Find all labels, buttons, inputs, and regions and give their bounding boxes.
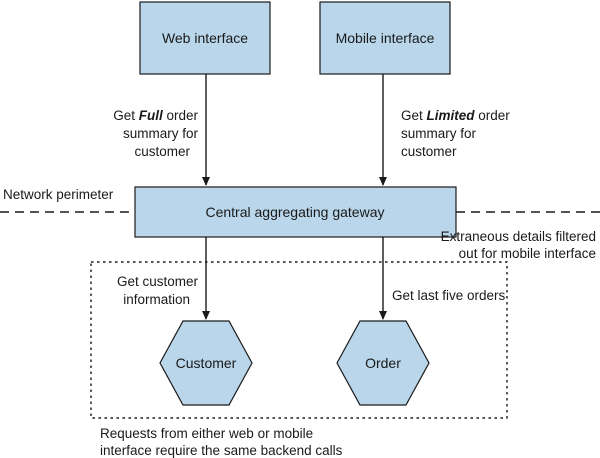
backend-note-line2: interface require the same backend calls [100, 443, 343, 458]
order-edge-label: Get last five orders [392, 288, 506, 303]
filter-note-line2: out for mobile interface [459, 246, 596, 261]
web-interface-label: Web interface [162, 30, 248, 46]
customer-label: Customer [176, 355, 237, 371]
customer-service-hexagon [159, 320, 253, 406]
backend-boundary [90, 261, 508, 419]
customer-edge-label-line2: information [123, 292, 190, 307]
order-label: Order [365, 355, 401, 371]
order-service-hexagon [336, 320, 430, 406]
web-edge-label-line1: Get Full order [113, 108, 198, 123]
web-edge-label-line3: customer [134, 144, 190, 159]
mobile-interface-label: Mobile interface [336, 30, 435, 46]
mobile-edge-label-line3: customer [401, 144, 457, 159]
mobile-edge-label-line1: Get Limited order [401, 108, 510, 123]
web-edge-label-line2: summary for [123, 126, 199, 141]
backend-note-line1: Requests from either web or mobile [100, 426, 313, 441]
customer-edge-label-line1: Get customer [117, 274, 199, 289]
mobile-edge-label-line2: summary for [401, 126, 477, 141]
network-perimeter-label: Network perimeter [3, 187, 114, 202]
gateway-label: Central aggregating gateway [205, 204, 384, 220]
mobile-interface-node [319, 1, 451, 75]
web-interface-node [139, 1, 271, 75]
filter-note-line1: Extraneous details filtered [441, 229, 596, 244]
gateway-node [134, 186, 457, 238]
